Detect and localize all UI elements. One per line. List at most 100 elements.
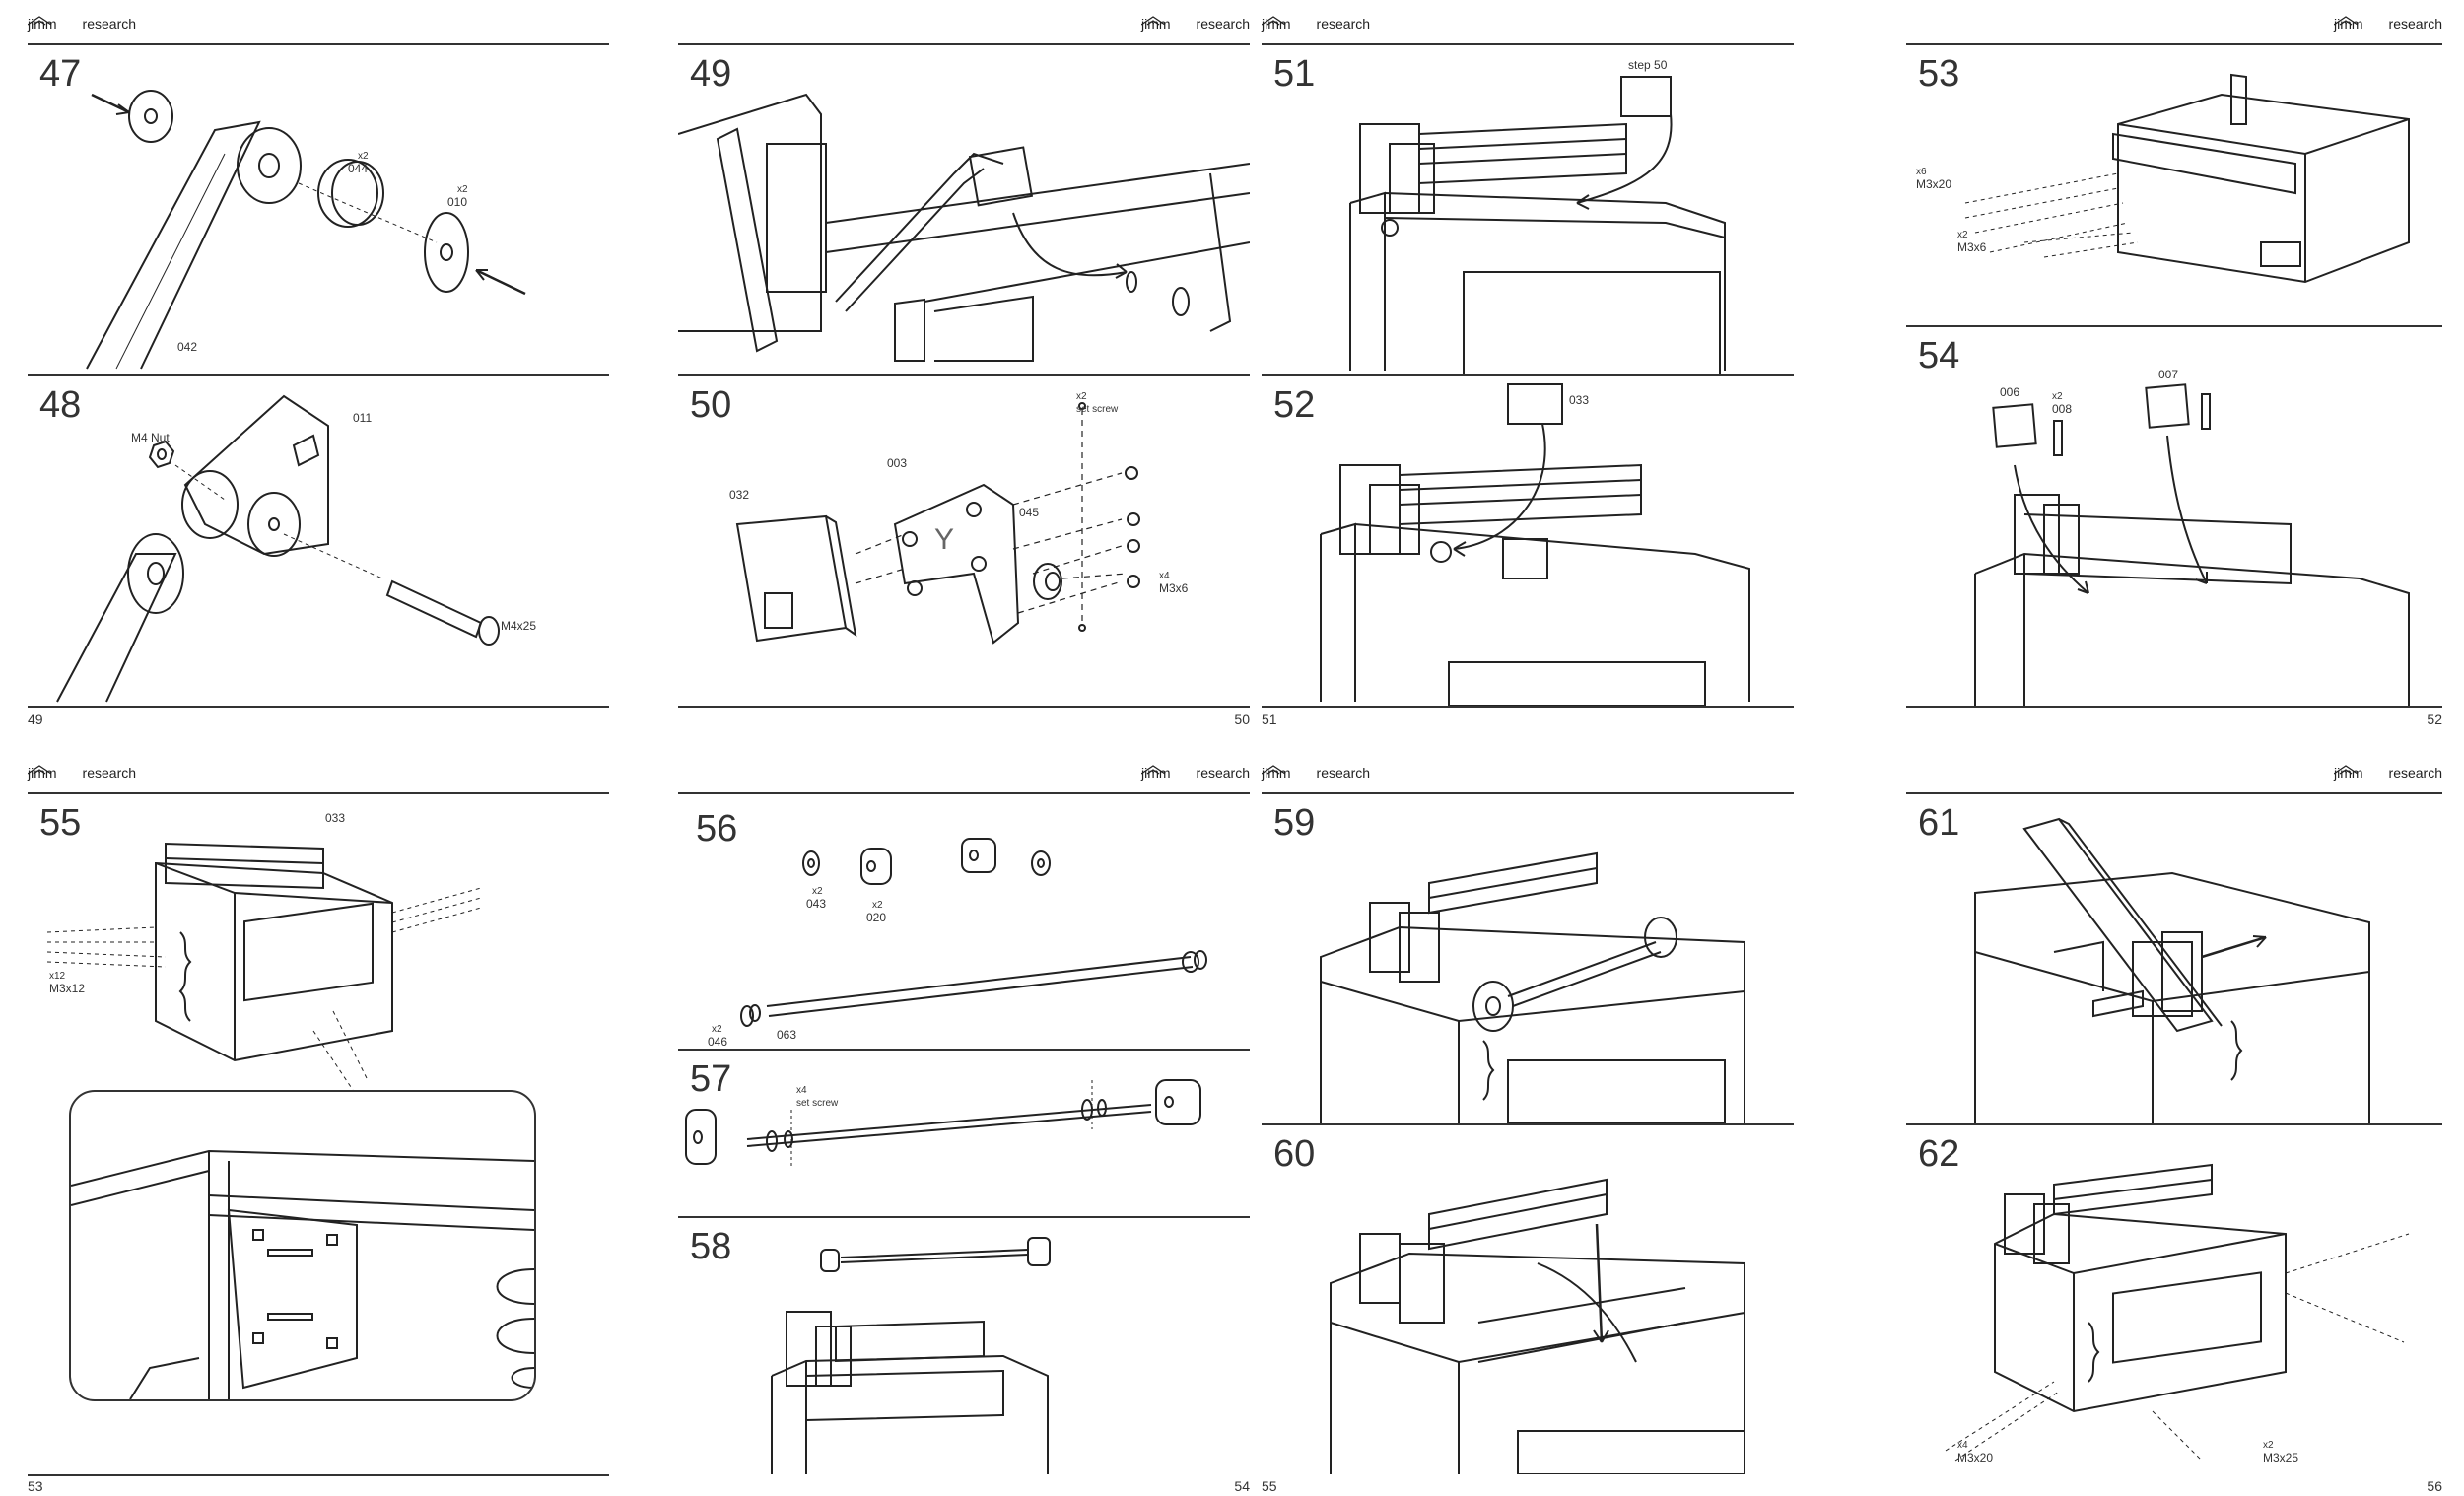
step-53-illustration (1964, 73, 2410, 284)
step-48-illustration (56, 394, 500, 703)
brand-mark-icon (28, 765, 82, 778)
part-label-007: 007 (2158, 368, 2179, 381)
step-49-illustration (678, 93, 1250, 362)
detail-zoom-box (69, 1090, 536, 1401)
brand-mark-icon (2333, 765, 2388, 778)
step-number: 47 (39, 53, 82, 95)
step-reference-label: step 50 (1628, 58, 1668, 72)
part-label-011: 011 (353, 411, 373, 425)
part-label-045: 045 (1019, 506, 1040, 519)
page-number: 49 (28, 712, 43, 727)
step-number: 51 (1273, 53, 1316, 95)
brand-mark-icon (1140, 16, 1196, 29)
part-label-033: 033 (325, 811, 346, 825)
step-52: 52 033 (1262, 376, 1794, 708)
step-number: 56 (696, 808, 738, 850)
step-number: 55 (39, 802, 82, 844)
step-56-illustration (740, 838, 1207, 1027)
step-number: 49 (690, 53, 732, 95)
step-51: 51 step 50 (1262, 45, 1794, 376)
page-number: 56 (2427, 1478, 2442, 1494)
step-60: 60 (1262, 1125, 1794, 1474)
step-number: 60 (1273, 1133, 1316, 1175)
page-number: 53 (28, 1478, 43, 1494)
part-label-063: 063 (777, 1028, 797, 1042)
step-58-illustration (771, 1237, 1051, 1474)
step-number: 48 (39, 384, 82, 426)
step-58: 58 (678, 1218, 1250, 1474)
part-label-042: 042 (177, 340, 198, 354)
step-60-illustration (1330, 1178, 1745, 1474)
step-52-illustration (1320, 383, 1750, 706)
step-62-illustration (1945, 1163, 2410, 1462)
step-number: 54 (1918, 335, 1960, 376)
detail-zoom-illustration (71, 1149, 534, 1399)
part-label-032: 032 (729, 488, 750, 502)
step-51-illustration (1349, 76, 1726, 374)
page-number: 50 (1234, 712, 1250, 727)
step-number: 61 (1918, 802, 1960, 844)
page-number: 51 (1262, 712, 1277, 727)
step-number: 58 (690, 1226, 732, 1267)
step-54-illustration (1974, 383, 2410, 706)
step-number: 50 (690, 384, 732, 426)
step-number: 52 (1273, 384, 1316, 426)
step-number: 59 (1273, 802, 1316, 844)
brand-mark-icon (1140, 765, 1196, 778)
step-number: 62 (1918, 1133, 1960, 1175)
nut-label: M4 Nut (131, 431, 170, 444)
step-59-illustration (1320, 851, 1745, 1123)
brand-mark-icon (2333, 16, 2388, 29)
part-label-033: 033 (1569, 393, 1590, 407)
step-number: 53 (1918, 53, 1960, 95)
step-57-illustration (685, 1079, 1201, 1169)
brand-mark-icon (28, 16, 82, 29)
brand-mark-icon (1262, 16, 1316, 29)
step-number: 57 (690, 1058, 732, 1100)
part-label-003: 003 (887, 456, 908, 470)
brand-mark-icon (1262, 765, 1316, 778)
screw-label: M4x25 (501, 619, 537, 633)
step-61: 61 (1906, 794, 2442, 1125)
svg-text:Y: Y (934, 523, 954, 556)
page-number: 55 (1262, 1478, 1277, 1494)
